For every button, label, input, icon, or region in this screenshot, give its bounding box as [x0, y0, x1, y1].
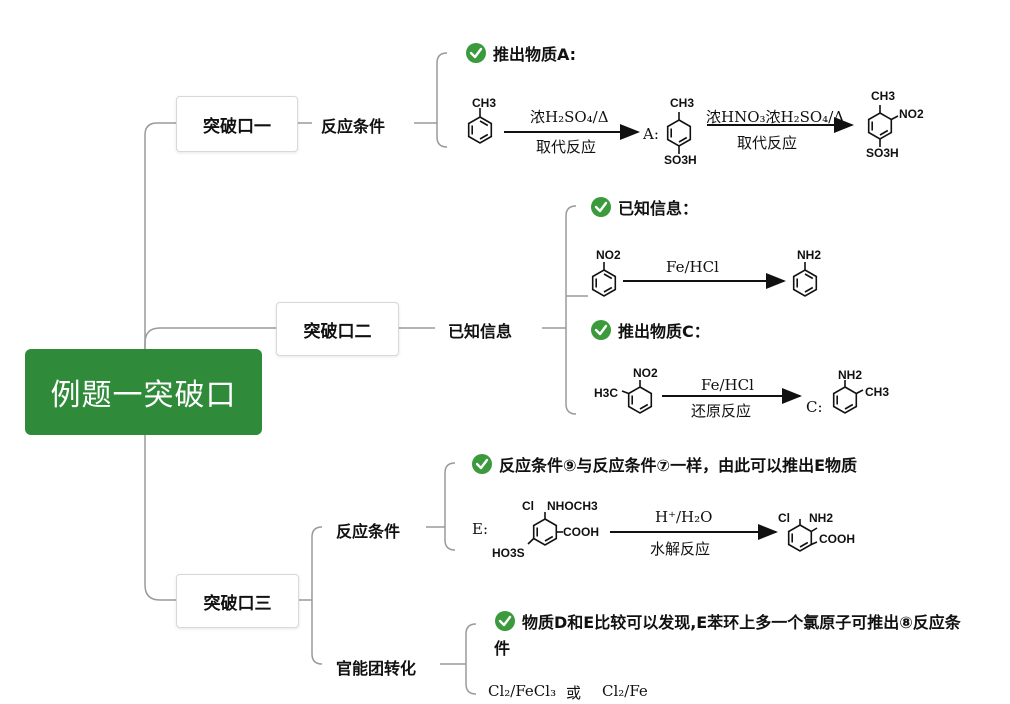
ring-aniline: [792, 262, 818, 297]
root-node[interactable]: 例题一突破口: [25, 349, 262, 435]
e-nhoch3: NHOCH3: [547, 499, 598, 513]
p1-ch3: CH3: [871, 89, 896, 103]
b3-check-item-2: 物质D和E比较可以发现,E苯环上多一个氯原子可推出⑧反应条件: [494, 610, 964, 662]
e-label: E:: [472, 520, 489, 538]
e-ho3s: HO3S: [492, 546, 525, 560]
b2-label[interactable]: 已知信息: [448, 322, 513, 341]
ring-e-product: [787, 519, 818, 552]
cond-or: 或: [566, 684, 582, 702]
r2-h3c: H3C: [594, 386, 619, 400]
c-label: C:: [806, 398, 823, 416]
b2-check-text-2: 推出物质C：: [618, 322, 710, 341]
ring-e: [527, 512, 563, 546]
b3-check-item-1: 反应条件⑨与反应条件⑦一样，由此可以推出E物质: [471, 452, 857, 476]
ep-nh2: NH2: [809, 511, 834, 525]
r2-no2: NO2: [633, 366, 658, 380]
cond2-top: 浓HNO₃浓H₂SO₄/Δ: [706, 108, 845, 126]
benzene-rings: [467, 105, 899, 552]
ring-toluene: [467, 108, 493, 144]
p1-so3h: SO3H: [866, 146, 899, 160]
ep-cooh: COOH: [819, 532, 855, 546]
b3-check-text-1: 反应条件⑨与反应条件⑦一样，由此可以推出E物质: [499, 456, 858, 475]
check-icon: [591, 320, 611, 340]
e-cooh: COOH: [563, 525, 599, 539]
cond1-top: 浓H₂SO₄/Δ: [530, 108, 609, 126]
c-ch3: CH3: [865, 385, 890, 399]
ep-cl: Cl: [778, 511, 790, 525]
p1-no2: NO2: [899, 107, 924, 121]
e-cond-bottom: 水解反应: [650, 540, 711, 558]
cond-cl2-fe: Cl₂/Fe: [602, 682, 648, 700]
a-so3h: SO3H: [664, 153, 697, 167]
b3-label-1[interactable]: 反应条件: [336, 522, 401, 541]
r1-cond: Fe/HCl: [666, 258, 719, 276]
branch-1-box[interactable]: 突破口一: [176, 96, 298, 152]
root-title: 例题一突破口: [50, 378, 237, 413]
c-nh2: NH2: [838, 368, 863, 382]
b3-check-text-2: 物质D和E比较可以发现,E苯环上多一个氯原子可推出⑧反应条件: [494, 613, 961, 658]
cond2-bottom: 取代反应: [737, 134, 798, 152]
cond1-bottom: 取代反应: [536, 138, 597, 156]
ring-a: [666, 112, 692, 154]
r2-cond-bottom: 还原反应: [691, 402, 752, 420]
b3-label-2[interactable]: 官能团转化: [336, 659, 417, 678]
a-ch3: CH3: [670, 96, 695, 110]
r1-nh2: NH2: [797, 248, 822, 262]
branch-3-title: 突破口三: [203, 593, 272, 614]
check-icon: [472, 454, 492, 474]
b1-check-text: 推出物质A:: [493, 45, 577, 64]
branch-2-box[interactable]: 突破口二: [276, 302, 399, 356]
ring-nitrotoluene: [621, 380, 653, 414]
b1-check-item: 推出物质A:: [465, 41, 576, 65]
ring-product-1: [867, 105, 899, 147]
r2-cond-top: Fe/HCl: [701, 376, 754, 394]
tree-connectors: [144, 52, 588, 695]
ring-c: [832, 380, 864, 414]
b2-check-item-1: 已知信息：: [590, 195, 698, 219]
reaction-arrows: [504, 117, 854, 540]
b1-label[interactable]: 反应条件: [321, 117, 386, 136]
branch-2-title: 突破口二: [303, 321, 372, 342]
check-icon: [466, 43, 486, 63]
check-icon: [495, 611, 515, 631]
e-cond-top: H⁺/H₂O: [655, 508, 713, 526]
b2-check-item-2: 推出物质C：: [590, 318, 710, 342]
toluene-ch3: CH3: [472, 96, 497, 110]
b2-check-text-1: 已知信息：: [618, 199, 699, 218]
check-icon: [591, 197, 611, 217]
a-label: A:: [643, 125, 659, 143]
branch-3-box[interactable]: 突破口三: [176, 574, 299, 628]
r1-no2: NO2: [596, 248, 621, 262]
ring-nitrobenzene: [591, 262, 617, 297]
e-cl: Cl: [522, 499, 534, 513]
cond-cl2-fecl3: Cl₂/FeCl₃: [488, 682, 557, 700]
branch-1-title: 突破口一: [203, 116, 271, 137]
